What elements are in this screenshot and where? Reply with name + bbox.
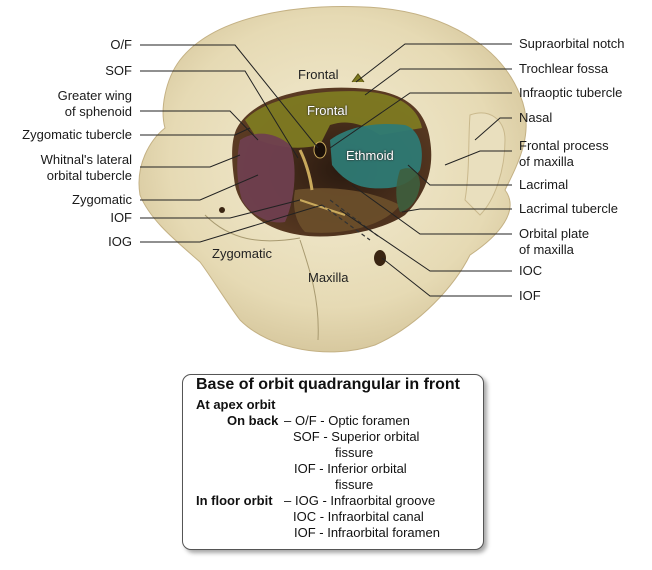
legend-iof-2: fissure: [335, 477, 374, 492]
label-ioc: IOC: [519, 263, 543, 278]
bone-label-maxilla: Maxilla: [308, 270, 349, 285]
label-trochlear-fossa: Trochlear fossa: [519, 61, 609, 76]
legend-iof-b: IOF - Infraorbital foramen: [294, 525, 440, 540]
legend-ioc: IOC - Infraorbital canal: [293, 509, 424, 524]
label-iof-right: IOF: [519, 288, 541, 303]
label-sof: SOF: [105, 63, 132, 78]
legend-floor: In floor orbit: [196, 493, 273, 508]
label-nasal: Nasal: [519, 110, 553, 125]
legend-dash-2: –: [284, 493, 292, 508]
label-frontal-process-1: Frontal process: [519, 138, 609, 153]
legend-sof-2: fissure: [335, 445, 374, 460]
legend-apex-heading: At apex orbit: [196, 397, 276, 412]
label-lacrimal-tubercle: Lacrimal tubercle: [519, 201, 618, 216]
legend-sof-1: SOF - Superior orbital: [293, 429, 420, 444]
legend-of: O/F - Optic foramen: [295, 413, 410, 428]
superior-orbital-fissure: [298, 149, 314, 191]
legend-title: Base of orbit quadrangular in front: [196, 376, 461, 393]
label-frontal-process-2: of maxilla: [519, 154, 574, 169]
nasal-bone: [464, 112, 506, 216]
lacrimal-plate: [396, 168, 420, 212]
legend-box: Base of orbit quadrangular in front At a…: [182, 374, 484, 550]
label-whitnall-2: orbital tubercle: [46, 168, 132, 183]
legend-iof-1: IOF - Inferior orbital: [294, 461, 407, 476]
bone-label-frontal-outer: Frontal: [298, 67, 339, 82]
label-zygomatic-left: Zygomatic: [72, 192, 132, 207]
bone-label-frontal-inner: Frontal: [307, 103, 348, 118]
legend-dash-1: –: [284, 413, 292, 428]
sphenoid-plate: [237, 133, 295, 223]
ethmoid-plate: [330, 123, 422, 189]
label-iog: IOG: [108, 234, 132, 249]
label-greater-wing-2: of sphenoid: [64, 104, 132, 119]
legend-on-back: On back: [227, 413, 279, 428]
label-whitnall-1: Whitnal's lateral: [40, 152, 132, 167]
zygomatic-foramen: [219, 207, 225, 213]
label-iof-left: IOF: [110, 210, 132, 225]
inferior-orbital-fissure: [299, 199, 346, 216]
label-lacrimal: Lacrimal: [519, 177, 569, 192]
label-orbital-plate-2: of maxilla: [519, 242, 574, 257]
label-orbital-plate-1: Orbital plate: [519, 226, 590, 241]
frontal-plate: [245, 91, 422, 148]
infraorbital-foramen: [374, 250, 386, 266]
label-infraoptic-tubercle: Infraoptic tubercle: [519, 85, 623, 100]
infraorbital-canal: [321, 204, 371, 241]
label-greater-wing-1: Greater wing: [57, 88, 132, 103]
legend-iog: IOG - Infraorbital groove: [295, 493, 436, 508]
label-supraorbital-notch: Supraorbital notch: [519, 36, 625, 51]
label-zygomatic-tubercle: Zygomatic tubercle: [22, 127, 132, 142]
bone-label-ethmoid: Ethmoid: [346, 148, 394, 163]
bone-label-zygomatic: Zygomatic: [212, 246, 272, 261]
supraorbital-notch: [351, 73, 365, 83]
maxilla-plate: [293, 188, 400, 233]
optic-foramen: [313, 141, 327, 159]
label-of: O/F: [110, 37, 132, 52]
